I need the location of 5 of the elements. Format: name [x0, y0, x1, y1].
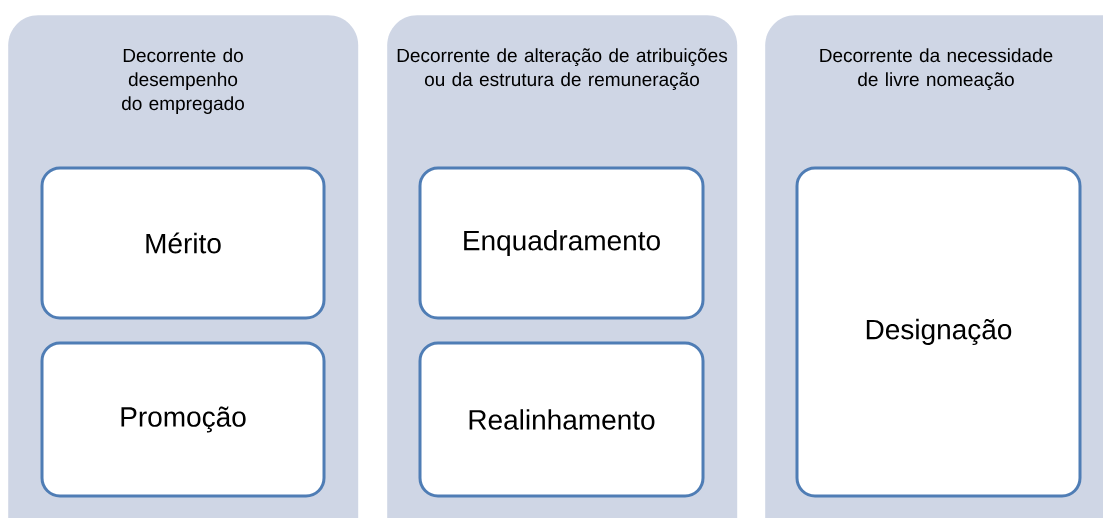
text-box: Promoção: [40, 341, 326, 498]
text-box: Mérito: [40, 166, 326, 320]
text-box: Enquadramento: [418, 166, 705, 320]
text-box: Realinhamento: [418, 341, 705, 498]
text-box: Designação: [795, 166, 1082, 498]
